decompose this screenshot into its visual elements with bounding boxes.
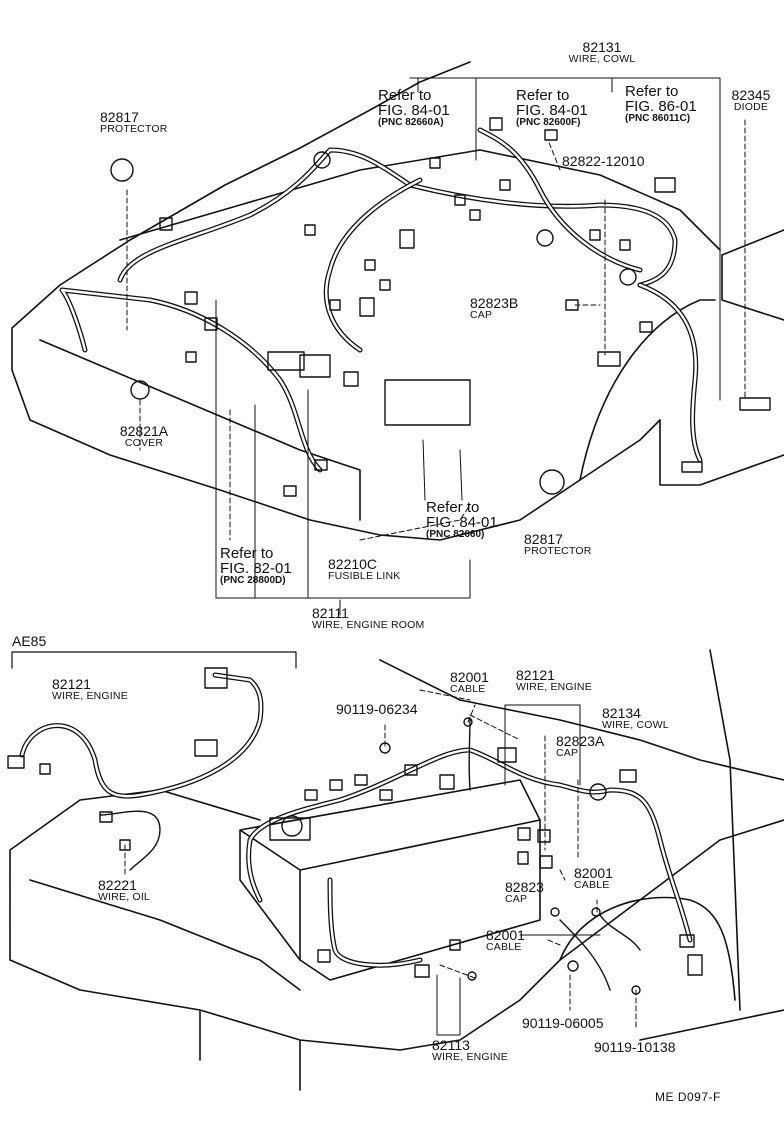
callout-90119-10138: 90119-10138 xyxy=(594,1039,676,1055)
model-bracket xyxy=(11,651,297,669)
upper-harness-right-in xyxy=(325,128,702,462)
lower-cable-thin xyxy=(99,719,641,991)
callout-82823: 82823 CAP xyxy=(505,879,544,905)
callout-82121-right: 82121 WIRE, ENGINE xyxy=(516,667,592,693)
lower-fender-arc xyxy=(559,896,736,1001)
ref-fig-84-01-c: Refer to FIG. 84-01 (PNC 82660) xyxy=(426,499,498,540)
upper-hood-edge xyxy=(119,149,721,251)
lower-harness-main-in xyxy=(247,748,692,967)
upper-leaders xyxy=(126,119,746,541)
callout-82821A: 82821A COVER xyxy=(119,423,169,449)
upper-harness-main xyxy=(59,147,678,473)
model-label: AE85 xyxy=(12,633,47,649)
callout-90119-06234: 90119-06234 xyxy=(336,701,418,717)
callout-82345: 82345 DIODE xyxy=(731,87,771,113)
callout-82001-top: 82001 CABLE xyxy=(450,669,489,695)
diagram-code: ME D097-F xyxy=(655,1090,721,1104)
lower-bracket-lines xyxy=(436,704,601,1036)
lower-leaders xyxy=(124,689,637,1031)
callout-82823B: 82823B CAP xyxy=(470,295,519,321)
upper-bracket-lines xyxy=(215,77,721,616)
callout-82113: 82113 WIRE, ENGINE xyxy=(432,1037,508,1063)
ref-fig-82-01: Refer to FIG. 82-01 (PNC 28800D) xyxy=(220,545,292,586)
callout-82111: 82111 WIRE, ENGINE ROOM xyxy=(312,605,425,631)
callout-82001-low: 82001 CABLE xyxy=(486,927,525,953)
callout-90119-06005: 90119-06005 xyxy=(522,1015,604,1031)
lower-connectors xyxy=(7,667,703,995)
callout-82001-mid: 82001 CABLE xyxy=(574,865,613,891)
callout-82823A: 82823A CAP xyxy=(556,733,605,759)
engine-block xyxy=(239,779,541,981)
callout-82221: 82221 WIRE, OIL xyxy=(98,877,150,903)
upper-connectors xyxy=(110,117,771,497)
lower-harness-engine-in xyxy=(20,673,263,798)
ref-fig-84-01-a: Refer to FIG. 84-01 (PNC 82660A) xyxy=(378,87,450,128)
callout-82822: 82822-12010 xyxy=(562,153,645,169)
callout-82121-left: 82121 WIRE, ENGINE xyxy=(52,676,128,702)
callout-82131: 82131 WIRE, COWL xyxy=(568,39,636,65)
upper-harness-inner xyxy=(60,148,677,472)
ref-fig-86-01: Refer to FIG. 86-01 (PNC 86011C) xyxy=(625,83,697,124)
upper-fender xyxy=(579,229,784,486)
callout-82134: 82134 WIRE, COWL xyxy=(602,705,669,731)
callout-82817-top: 82817 PROTECTOR xyxy=(100,109,168,135)
ref-fig-84-01-b: Refer to FIG. 84-01 (PNC 82600F) xyxy=(516,87,588,128)
upper-body-outline xyxy=(11,61,661,541)
callout-82210C: 82210C FUSIBLE LINK xyxy=(328,556,401,582)
callout-82817-mid: 82817 PROTECTOR xyxy=(524,531,592,557)
